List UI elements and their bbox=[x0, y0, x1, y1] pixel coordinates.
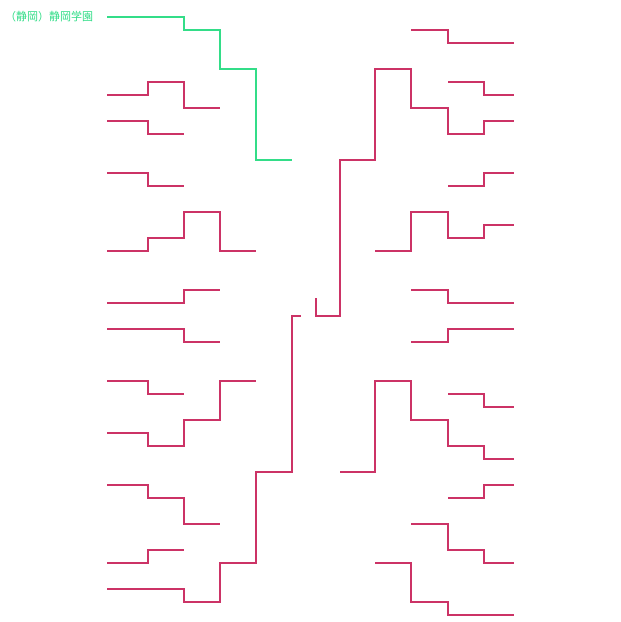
right-line-12 bbox=[375, 562, 514, 616]
right-line-3 bbox=[315, 68, 514, 317]
right-line-6 bbox=[411, 289, 514, 304]
right-line-5 bbox=[375, 211, 514, 252]
left-line-3 bbox=[107, 172, 184, 187]
left-line-2 bbox=[107, 120, 184, 135]
left-line-4 bbox=[107, 211, 256, 252]
right-line-10 bbox=[448, 484, 514, 499]
right-line-4 bbox=[448, 172, 514, 187]
left-line-5 bbox=[107, 289, 220, 304]
left-line-6 bbox=[107, 328, 220, 343]
winner-label: （静岡）静岡学園 bbox=[5, 10, 93, 23]
right-line-11 bbox=[411, 523, 514, 564]
right-line-2 bbox=[448, 81, 514, 96]
left-line-1 bbox=[107, 81, 220, 109]
left-line-10 bbox=[107, 549, 184, 564]
right-line-8 bbox=[448, 393, 514, 408]
right-line-7 bbox=[411, 328, 514, 343]
left-line-7 bbox=[107, 380, 184, 395]
right-line-1 bbox=[411, 29, 514, 44]
left-line-11 bbox=[107, 315, 301, 603]
right-line-9 bbox=[340, 380, 514, 473]
winner-path bbox=[107, 16, 292, 161]
left-line-9 bbox=[107, 484, 220, 525]
left-line-8 bbox=[107, 380, 256, 447]
